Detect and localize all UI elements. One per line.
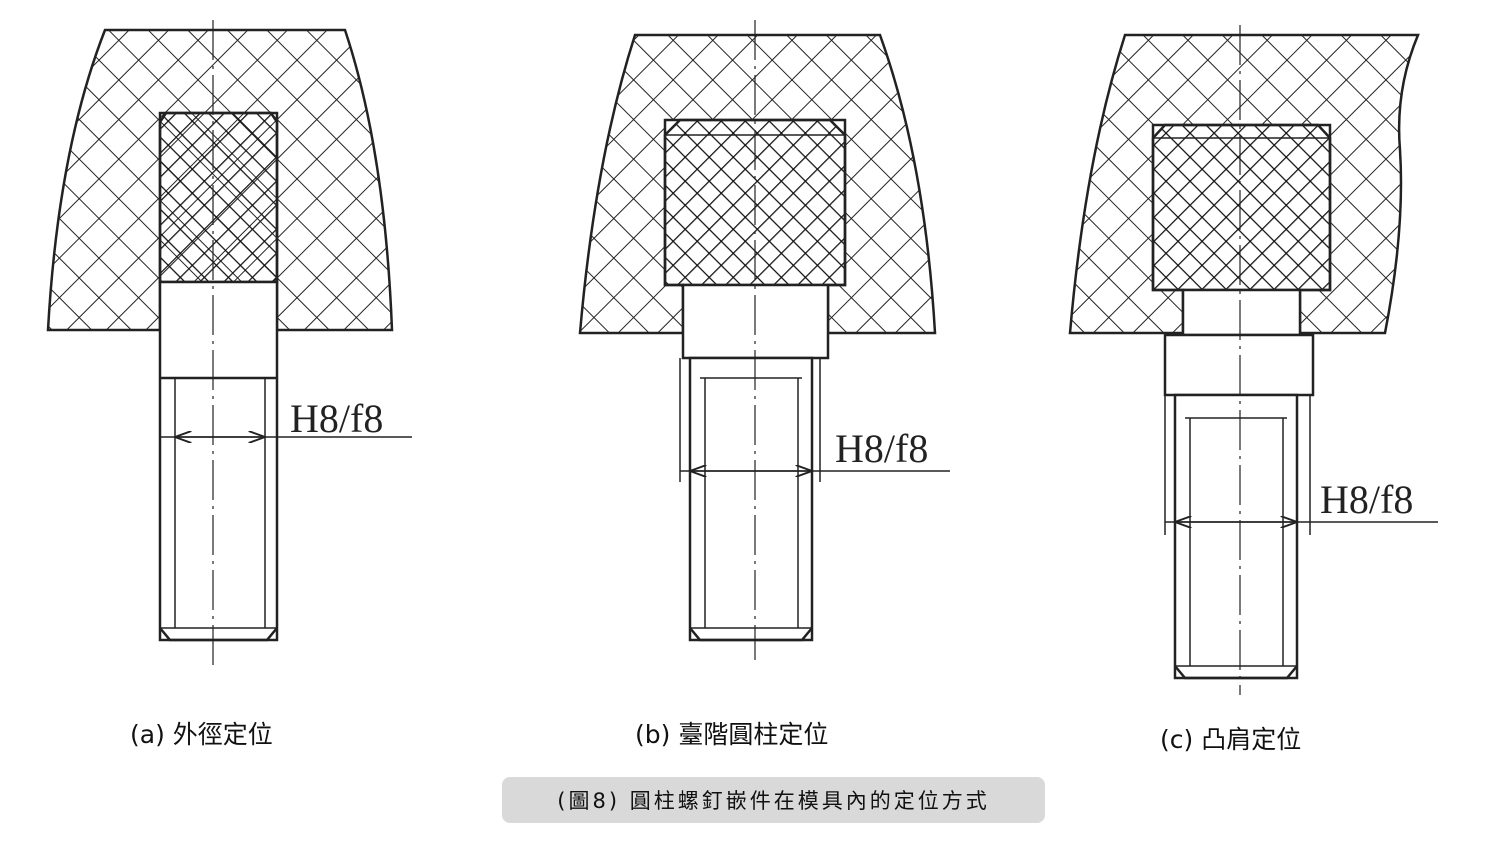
knurled-insert [158,111,279,284]
screw-shank [158,280,279,642]
fit-label-a: H8/f8 [290,396,383,441]
screw-shank [1173,393,1299,680]
figure-c-drawing [1068,25,1438,695]
fit-label-b: H8/f8 [835,426,928,471]
neck [1181,288,1302,337]
figure-caption: (圖8) 圓柱螺釘嵌件在模具內的定位方式 [502,777,1045,823]
fit-label-c: H8/f8 [1320,477,1413,522]
figure-b-label: (b) 臺階圓柱定位 [635,720,829,749]
figure-a-drawing [46,20,412,665]
figure-c-label: (c) 凸肩定位 [1160,725,1302,754]
figure-a-label: (a) 外徑定位 [130,720,273,749]
shoulder [1163,333,1315,397]
screw-shank [688,356,814,642]
knurled-insert [1151,123,1332,292]
figure-b-drawing [578,20,950,660]
